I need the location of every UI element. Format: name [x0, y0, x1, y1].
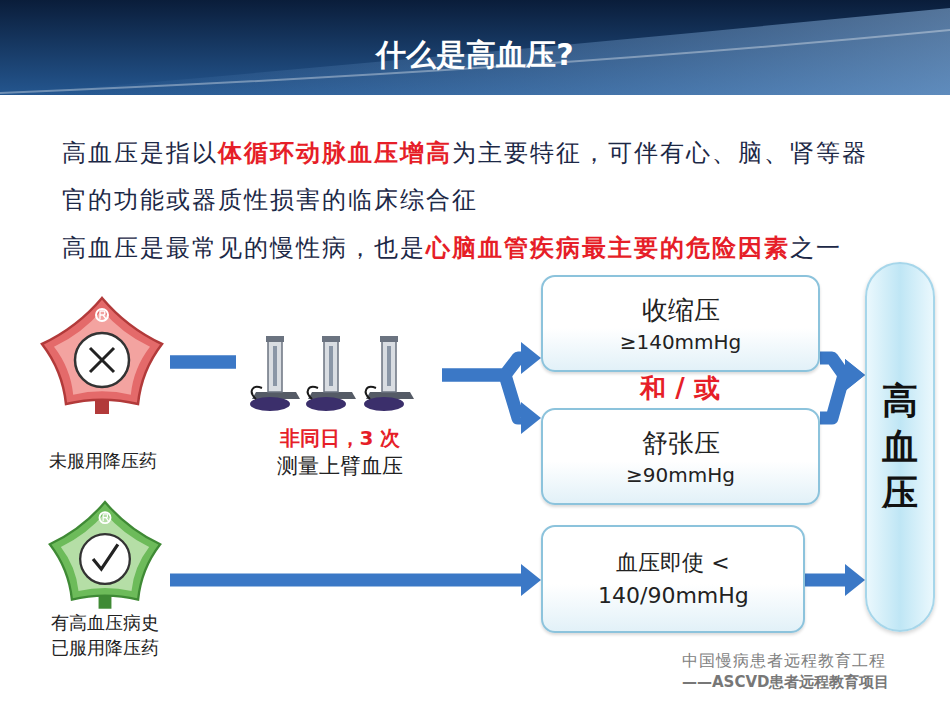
arrow-head: [521, 564, 541, 596]
annotation-text: 和 / 或: [600, 371, 760, 406]
body-paragraph: 高血压是最常见的慢性病，也是心脑血管疾病最主要的危险因素之一: [62, 225, 882, 272]
rx-logo-mark: [100, 311, 106, 319]
illustration-backdrop: [236, 336, 442, 414]
arrow-shaft: [805, 574, 845, 587]
sphygmomanometer: [306, 336, 356, 411]
arrow-head: [845, 359, 865, 391]
arrow-head: [521, 402, 541, 434]
slide-title: 什么是高血压?: [0, 35, 950, 75]
mercury-scale: [329, 346, 333, 386]
cuff-tube: [308, 387, 318, 399]
flow-arrow: [820, 359, 865, 418]
annotation-text: 非同日，3 次: [240, 425, 440, 452]
device-cap: [266, 336, 284, 342]
device-cap: [380, 336, 398, 342]
medicine-icon: [35, 296, 170, 448]
criteria-value: ≥90mmHg: [626, 461, 735, 489]
flow-arrow: [805, 564, 865, 596]
cuff: [306, 397, 346, 411]
medicine-icon: [40, 500, 170, 610]
result-capsule: 高血压: [865, 262, 935, 632]
check-mark: [93, 544, 118, 569]
pentagon-inner: [61, 513, 149, 591]
emphasis-text: 心脑血管疾病最主要的危险因素: [426, 234, 790, 262]
header-curve: [0, 30, 950, 93]
icon-circle: [80, 534, 130, 584]
criteria-box: 收缩压≥140mmHg: [541, 275, 820, 372]
arrow-head: [845, 564, 865, 596]
criteria-name: 舒张压: [642, 425, 720, 461]
result-text: 高血压: [880, 378, 920, 516]
rx-logo: [96, 309, 108, 321]
icon-node: 有高血压病史 已服用降压药: [40, 500, 170, 660]
sphygmomanometer: [250, 336, 300, 411]
criteria-value: ≥140mmHg: [620, 328, 742, 356]
body-text: 高血压是最常见的慢性病，也是: [62, 234, 426, 262]
icon-group: [50, 502, 160, 609]
annotation-text: 中国慢病患者远程教育工程: [682, 650, 886, 672]
emphasis-text: 体循环动脉血压增高: [218, 139, 452, 167]
arrow-head: [845, 359, 865, 391]
icon-caption: 未服用降压药: [35, 448, 170, 473]
icon-caption: 有高血压病史 已服用降压药: [40, 610, 170, 660]
pentagon-badge: [42, 298, 162, 404]
arrow-head: [521, 342, 541, 374]
criteria-name: 收缩压: [642, 292, 720, 328]
rx-logo-mark: [103, 514, 109, 521]
device-column: [324, 340, 338, 392]
body-text: 之一: [790, 234, 842, 262]
device-column: [268, 340, 282, 392]
arrow-shaft: [170, 574, 521, 587]
criteria-name: 血压即使 < 140/90mmHg: [598, 546, 748, 612]
cuff-tube: [366, 387, 376, 399]
mercury-scale: [273, 346, 277, 386]
icon-circle: [75, 333, 129, 387]
criteria-box: 血压即使 < 140/90mmHg: [541, 525, 805, 633]
body-text: 高血压是指以: [62, 139, 218, 167]
icon-group: [42, 298, 162, 414]
pentagon-inner: [54, 310, 150, 395]
rx-logo: [99, 512, 110, 523]
pentagon-badge: [50, 502, 160, 600]
header-swoosh: [0, 8, 950, 95]
header-band: [0, 0, 950, 95]
criteria-box: 舒张压≥90mmHg: [541, 408, 820, 505]
sphygmomanometer: [364, 336, 414, 411]
mercury-scale: [387, 346, 391, 386]
cuff: [364, 397, 404, 411]
device-column: [382, 340, 396, 392]
device-cap: [322, 336, 340, 342]
body-paragraph: 高血压是指以体循环动脉血压增高为主要特征，可伴有心、脑、肾等器官的功能或器质性损…: [62, 130, 882, 224]
icon-node: 未服用降压药: [35, 296, 170, 476]
annotation-text: ——ASCVD患者远程教育项目: [682, 672, 889, 692]
arrow-shaft: [820, 375, 845, 418]
cuff-tube: [252, 387, 262, 399]
flow-arrow: [170, 564, 541, 596]
annotation-text: 测量上臂血压: [240, 452, 440, 480]
cross-mark: [90, 348, 114, 372]
cuff: [250, 397, 290, 411]
